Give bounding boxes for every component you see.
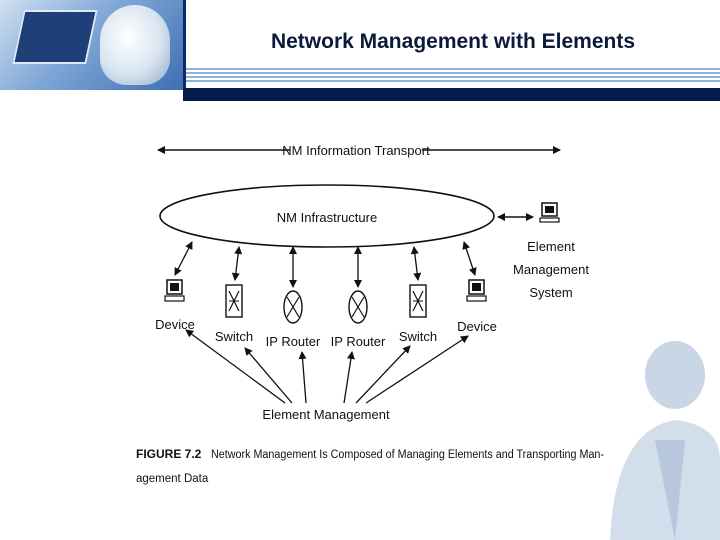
laptop-image bbox=[12, 10, 98, 64]
caption-line1: Network Management Is Composed of Managi… bbox=[211, 449, 604, 461]
node-label: IP Router bbox=[266, 334, 321, 349]
node-arrow bbox=[174, 241, 193, 276]
ems-computer-icon bbox=[539, 202, 560, 223]
header-photo bbox=[0, 0, 183, 90]
caption-number: FIGURE 7.2 bbox=[136, 447, 202, 461]
router-icon bbox=[283, 290, 303, 324]
node-label: Device bbox=[155, 317, 195, 332]
node-arrow bbox=[410, 246, 422, 281]
node-label: Device bbox=[457, 319, 497, 334]
page-title: Network Management with Elements bbox=[270, 30, 636, 53]
switch-icon bbox=[225, 284, 243, 318]
ems-label-line2: Management bbox=[513, 262, 589, 277]
switch-icon bbox=[409, 284, 427, 318]
router-icon bbox=[348, 290, 368, 324]
caption-line2: agement Data bbox=[136, 473, 209, 485]
node-arrow bbox=[462, 241, 477, 276]
header-divider bbox=[183, 0, 186, 100]
management-arrow bbox=[343, 351, 355, 404]
mouse-image bbox=[100, 5, 170, 85]
network-diagram: NM Information Transport NM Infrastructu… bbox=[136, 143, 604, 485]
infrastructure-label: NM Infrastructure bbox=[277, 210, 377, 225]
computer-icon bbox=[164, 279, 185, 302]
header-bar bbox=[183, 88, 720, 101]
background-person-image bbox=[610, 341, 720, 540]
management-arrow bbox=[185, 329, 286, 404]
ems-label-line1: Element bbox=[527, 239, 575, 254]
management-arrow bbox=[365, 335, 469, 404]
node-arrow bbox=[231, 246, 243, 281]
computer-icon bbox=[466, 279, 487, 302]
node-label: Switch bbox=[215, 329, 253, 344]
management-arrow bbox=[244, 347, 293, 404]
element-management-label: Element Management bbox=[262, 407, 390, 422]
infrastructure-ellipse bbox=[159, 184, 495, 248]
management-arrow bbox=[298, 351, 307, 404]
node-label: IP Router bbox=[331, 334, 386, 349]
transport-label: NM Information Transport bbox=[282, 143, 430, 158]
header-stripes bbox=[186, 68, 720, 86]
node-label: Switch bbox=[399, 329, 437, 344]
ems-label-line3: System bbox=[529, 285, 572, 300]
management-arrow bbox=[355, 345, 411, 404]
figure: NM Information Transport NM Infrastructu… bbox=[130, 120, 608, 497]
